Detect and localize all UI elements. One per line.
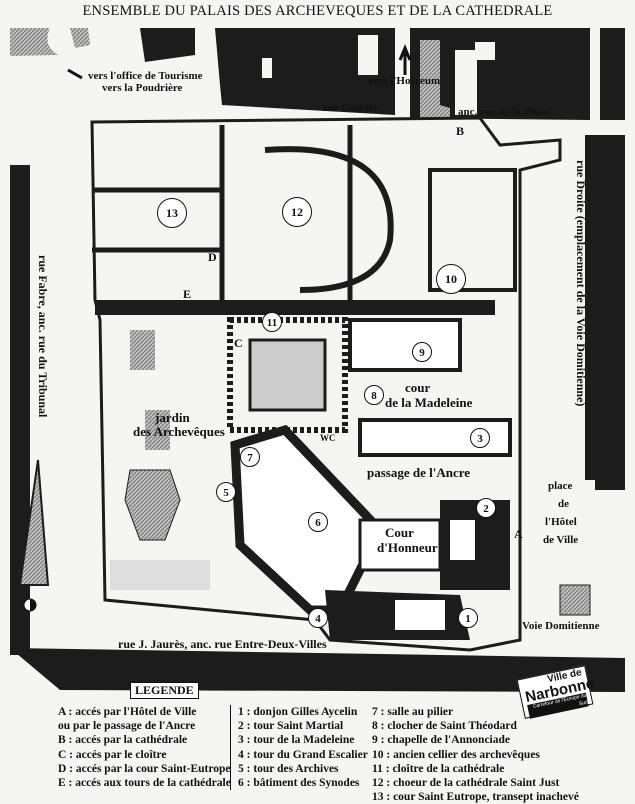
marker-13: 13 [157, 198, 187, 228]
label-place-1: place [548, 480, 573, 492]
label-place-4: de Ville [543, 534, 579, 546]
arrow-tourism-icon [67, 68, 83, 80]
marker-d: D [208, 250, 217, 264]
map-title: ENSEMBLE DU PALAIS DES ARCHEVEQUES ET DE… [82, 3, 553, 19]
arrow-horreum-icon [398, 44, 412, 75]
label-rue-poste: anc. rue de la Poste [458, 106, 549, 118]
label-wc: WC [320, 433, 336, 443]
marker-5: 5 [216, 482, 236, 502]
legend-item: B : accés par la cathédrale [58, 734, 188, 747]
marker-3: 3 [470, 428, 490, 448]
marker-10: 10 [436, 264, 466, 294]
legend-item: 11 : cloître de la cathédrale [372, 762, 505, 775]
label-cour-honneur-1: Cour [385, 525, 414, 540]
legend-item: 7 : salle au pilier [372, 706, 454, 718]
label-poudriere: vers la Poudrière [102, 82, 183, 94]
legend-item: 13 : cour Saint Eutrope, transept inache… [372, 791, 579, 804]
marker-12: 12 [282, 197, 312, 227]
legend-item: 5 : tour des Archives [238, 762, 339, 775]
marker-e: E [183, 287, 192, 301]
label-jardin-1: jardin [155, 410, 190, 425]
legend-item: E : accés aux tours de la cathédrale [58, 777, 231, 790]
legend-item: 4 : tour du Grand Escalier [238, 748, 368, 761]
palace-complex [90, 116, 562, 652]
legend-item: 8 : clocher de Saint Théodard [372, 720, 517, 733]
marker-7: 7 [240, 447, 260, 467]
label-voie-domitienne: Voie Domitienne [522, 620, 600, 632]
legend-item: ou par le passage de l'Ancre [58, 720, 196, 733]
legend-buildings-2: 7 : salle au pilier 8 : clocher de Saint… [372, 705, 579, 804]
legend-item: C : accés par le cloître [58, 748, 167, 761]
legend-item: A : accés par l'Hôtel de Ville [58, 706, 197, 718]
legend-item: 6 : bâtiment des Synodes [238, 777, 360, 790]
marker-6: 6 [308, 512, 328, 532]
legend-item: D : accés par la cour Saint-Eutrope [58, 762, 231, 775]
label-cour-madeleine-2: de la Madeleine [385, 395, 473, 410]
marker-a: A [514, 527, 523, 541]
label-tourism: vers l'office de Tourisme [88, 70, 203, 82]
marker-4: 4 [308, 608, 328, 628]
marker-11: 11 [262, 312, 282, 332]
legend-item: 1 : donjon Gilles Aycelin [238, 706, 358, 718]
legend-item: 3 : tour de la Madeleine [238, 734, 355, 747]
label-rue-gautier: rue Gautier [323, 102, 379, 114]
label-rue-fabre: rue Fabre, anc. rue du Tribunal [36, 255, 50, 418]
marker-9: 9 [412, 342, 432, 362]
marker-2: 2 [476, 498, 496, 518]
marker-b: B [456, 124, 465, 138]
label-jardin-2: des Archevêques [133, 424, 225, 439]
legend-item: 10 : ancien cellier des archevêques [372, 748, 540, 761]
label-place-3: l'Hôtel [545, 516, 577, 528]
marker-8: 8 [364, 385, 384, 405]
label-place-2: de [558, 498, 569, 510]
legend-heading: LEGENDE [130, 682, 199, 699]
legend-item: 2 : tour Saint Martial [238, 720, 344, 733]
legend-access: A : accés par l'Hôtel de Ville ou par le… [58, 705, 231, 790]
label-cour-madeleine-1: cour [405, 380, 431, 395]
legend-buildings-1: 1 : donjon Gilles Aycelin 2 : tour Saint… [238, 705, 368, 790]
legend-item: 12 : choeur de la cathédrale Saint Just [372, 777, 560, 790]
marker-c: C [234, 336, 243, 350]
label-rue-droite: rue Droite (emplacement de la Voie Domit… [574, 160, 588, 407]
compass-icon [18, 459, 50, 612]
legend-item: 9 : chapelle de l'Annonciade [372, 734, 511, 747]
label-cour-honneur-2: d'Honneur [377, 540, 438, 555]
marker-1: 1 [458, 608, 478, 628]
voie-domitienne-marker [559, 584, 591, 616]
top-buildings [10, 28, 625, 692]
label-horreum: vers l'Horreum [368, 75, 441, 87]
legend-divider [230, 705, 231, 790]
label-passage-ancre: passage de l'Ancre [367, 465, 471, 480]
label-rue-jaures: rue J. Jaurès, anc. rue Entre-Deux-Ville… [118, 637, 327, 651]
